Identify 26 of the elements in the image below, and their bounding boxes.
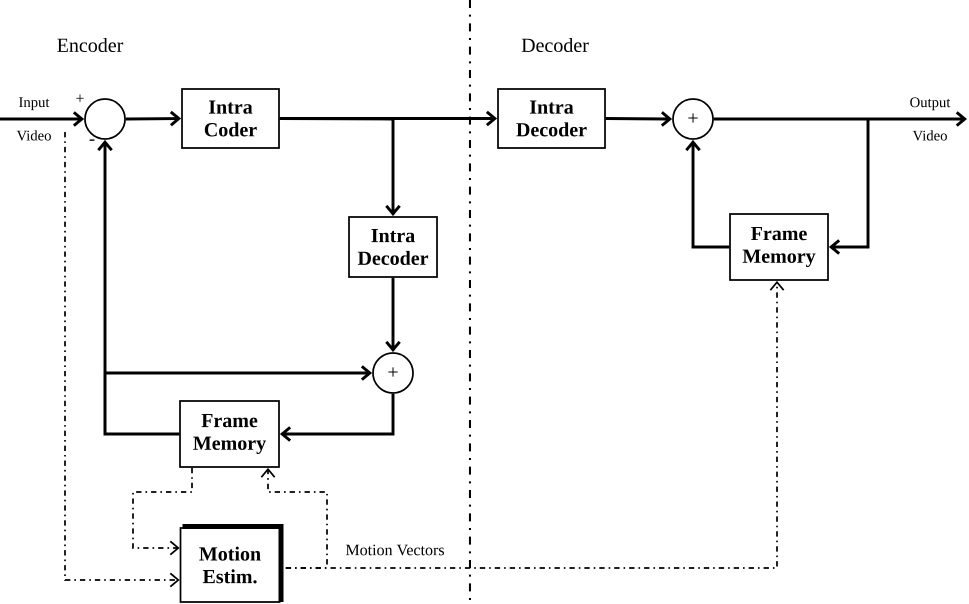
process-box: Frame Memory [729, 213, 829, 281]
section-heading: Encoder [57, 38, 124, 52]
arrow [385, 278, 401, 352]
arrow [685, 140, 730, 248]
process-box: Intra Decoder [497, 88, 606, 149]
arrow [280, 117, 401, 216]
arrow [286, 280, 784, 569]
arrow [126, 110, 182, 126]
sign-label: - [90, 139, 94, 141]
sign-label: + [76, 94, 84, 102]
edge-label: Output Video [910, 97, 950, 141]
arrow [280, 394, 394, 442]
arrow [714, 118, 870, 255]
arrow [606, 111, 672, 127]
process-box: Intra Coder [181, 88, 280, 149]
arrow [64, 132, 180, 588]
process-box: Motion Estim. [180, 524, 284, 603]
section-heading: Decoder [522, 38, 589, 52]
edge-label: Motion Vectors [346, 544, 444, 556]
arrow [132, 468, 193, 556]
process-box: Frame Memory [179, 400, 280, 468]
arrow [104, 365, 372, 436]
summing-circle [84, 98, 126, 140]
process-box: Intra Decoder [348, 216, 438, 278]
arrow [0, 111, 84, 127]
edge-label: Input Video [16, 97, 51, 141]
